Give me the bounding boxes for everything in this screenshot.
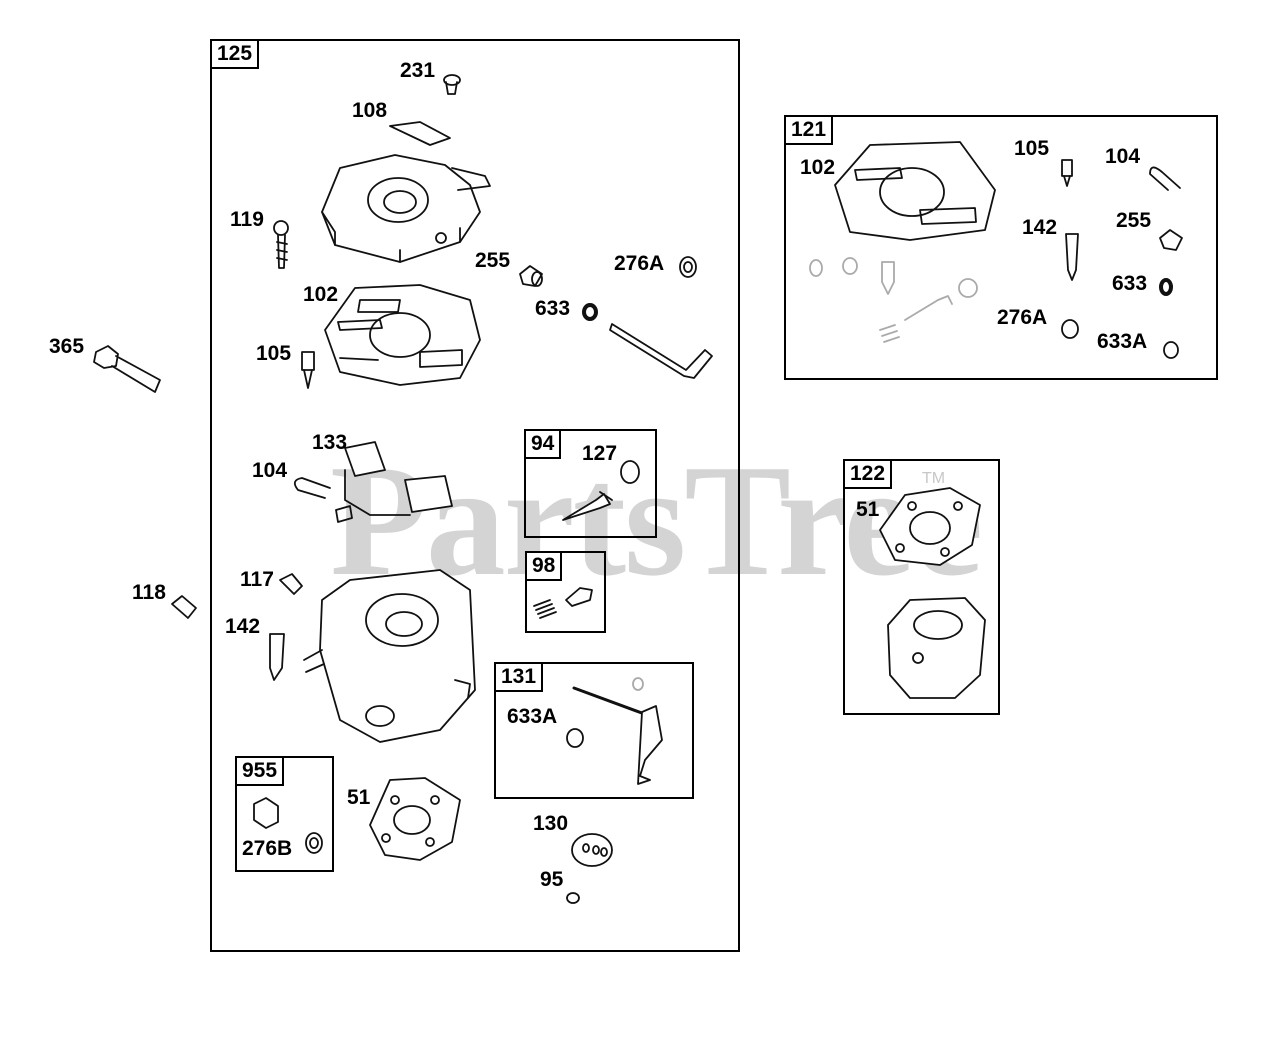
box-label-94: 94 — [524, 429, 562, 459]
label-51: 51 — [347, 786, 371, 809]
part-98-spring-screw-icon — [533, 587, 593, 619]
label-127: 127 — [582, 442, 618, 465]
kit121-washer-633A-icon — [1163, 341, 1179, 359]
kit121-light-parts-icon — [809, 257, 978, 343]
part-102-gasket-icon — [324, 284, 481, 386]
part-633A-washer-icon — [566, 728, 584, 748]
box-94: 94 — [524, 429, 657, 538]
label-121-633A: 633A — [1097, 330, 1148, 353]
kit121-oring-icon — [1159, 278, 1173, 296]
part-118-fitting-icon — [171, 595, 197, 619]
kit121-clip-icon — [1149, 166, 1181, 191]
box-125: 125 — [210, 39, 740, 952]
label-104: 104 — [252, 459, 288, 482]
box-label-98: 98 — [525, 551, 563, 581]
box-label-121: 121 — [784, 115, 834, 145]
box-label-955: 955 — [235, 756, 285, 786]
part-133-float-icon — [335, 441, 453, 523]
carburetor-lower-body-icon — [303, 569, 476, 743]
label-121-255: 255 — [1116, 209, 1152, 232]
box-122: 122 — [843, 459, 1000, 715]
throttle-shaft-icon — [609, 323, 713, 379]
label-276B: 276B — [242, 837, 293, 860]
label-231: 231 — [400, 59, 436, 82]
box-955: 955 — [235, 756, 334, 872]
label-133: 133 — [312, 431, 348, 454]
part-276A-washer-icon — [679, 256, 697, 278]
part-105-needle-icon — [301, 351, 315, 389]
kit121-valve-icon — [1065, 233, 1079, 281]
label-365: 365 — [49, 335, 85, 358]
part-117-fitting-icon — [279, 573, 303, 595]
part-276B-washer-icon — [305, 832, 323, 854]
label-117: 117 — [240, 568, 274, 591]
part-142-valve-icon — [269, 633, 285, 681]
label-121-142: 142 — [1022, 216, 1058, 239]
box-label-122: 122 — [843, 459, 893, 489]
label-95: 95 — [540, 868, 564, 891]
box-label-131: 131 — [494, 662, 544, 692]
label-122-51: 51 — [856, 498, 880, 521]
label-121-105: 105 — [1014, 137, 1050, 160]
label-102: 102 — [303, 283, 339, 306]
throttle-lever-icon — [572, 677, 663, 785]
part-51-gasket-icon — [369, 777, 461, 861]
trademark-mark: TM — [922, 470, 946, 487]
part-255-bushing-icon — [519, 265, 543, 287]
label-105: 105 — [256, 342, 292, 365]
kit121-washer-icon — [1061, 319, 1079, 339]
part-955-plug-icon — [253, 797, 279, 829]
label-121-104: 104 — [1105, 145, 1141, 168]
label-142: 142 — [225, 615, 261, 638]
label-130: 130 — [533, 812, 569, 835]
part-94-needle-icon — [562, 460, 640, 521]
kit121-bushing-icon — [1159, 229, 1183, 251]
kit122-spacer-icon — [887, 597, 986, 699]
box-98: 98 — [525, 551, 606, 633]
label-108: 108 — [352, 99, 388, 122]
label-118: 118 — [132, 581, 166, 604]
part-104-clip-icon — [293, 477, 331, 499]
part-365-bolt-icon — [93, 345, 161, 393]
box-121: 121 — [784, 115, 1218, 380]
label-633: 633 — [535, 297, 571, 320]
label-276A: 276A — [614, 252, 665, 275]
label-119: 119 — [230, 208, 264, 231]
label-121-102: 102 — [800, 156, 836, 179]
kit122-gasket-icon — [879, 487, 981, 566]
box-label-125: 125 — [210, 39, 260, 69]
part-231-screw-icon — [443, 74, 461, 95]
carburetor-upper-body-icon — [321, 154, 491, 263]
label-255: 255 — [475, 249, 511, 272]
part-633-oring-icon — [582, 303, 598, 321]
part-95-screw-icon — [566, 892, 580, 904]
part-119-screw-icon — [273, 220, 289, 269]
label-121-633: 633 — [1112, 272, 1148, 295]
label-121-276A: 276A — [997, 306, 1048, 329]
part-108-gasket-icon — [389, 121, 451, 146]
kit121-gasket-icon — [834, 141, 996, 241]
part-130-plate-icon — [571, 833, 613, 867]
kit121-needle-icon — [1061, 159, 1073, 187]
box-131: 131 — [494, 662, 694, 799]
label-633A: 633A — [507, 705, 558, 728]
